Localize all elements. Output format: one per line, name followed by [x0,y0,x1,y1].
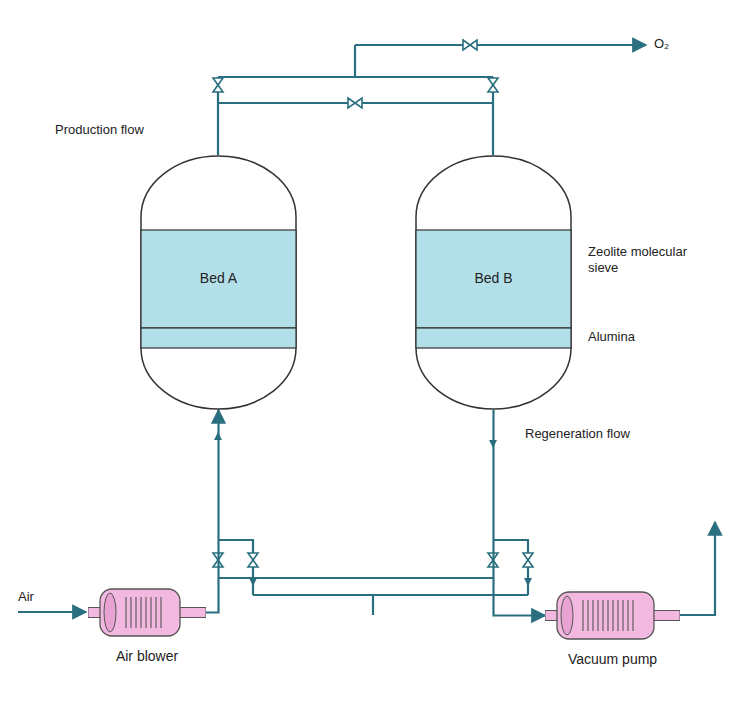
branch-pipe [218,540,528,595]
valve-symbol [248,553,258,567]
oxygen-pipe [355,44,646,46]
valve-symbol [463,40,477,50]
adsorber-vessel: Bed B [415,155,572,410]
vacuum-drop [372,595,374,615]
air-manifold [218,577,493,579]
flow-arrow [524,578,532,586]
flow-label: Alumina [588,329,635,345]
valve-symbol [488,78,498,92]
flow-label: Production flow [55,122,144,138]
air-blower: Air blower [88,585,206,640]
bed-name: Bed A [140,270,297,287]
flow-arrow [249,578,257,586]
flow-label: O₂ [654,36,669,52]
valve-symbol [348,98,362,108]
machine-name: Vacuum pump [568,651,657,668]
adsorber-vessel: Bed A [140,155,297,410]
air-inlet-pipe [18,611,86,613]
process-pipe [206,410,219,613]
machine-name: Air blower [116,648,178,665]
flow-label: Air [18,589,34,605]
machine-body [545,588,680,643]
exhaust-pipe [680,522,715,615]
valve-symbol [523,553,533,567]
vacuum-pump: Vacuum pump [545,588,680,643]
vacuum-manifold [253,594,528,596]
machine-body [88,585,206,640]
valve-symbol [213,78,223,92]
flow-label: Zeolite molecular sieve [588,244,688,277]
bed-name: Bed B [415,270,572,287]
product-header [218,45,493,155]
flow-label: Regeneration flow [525,426,630,442]
